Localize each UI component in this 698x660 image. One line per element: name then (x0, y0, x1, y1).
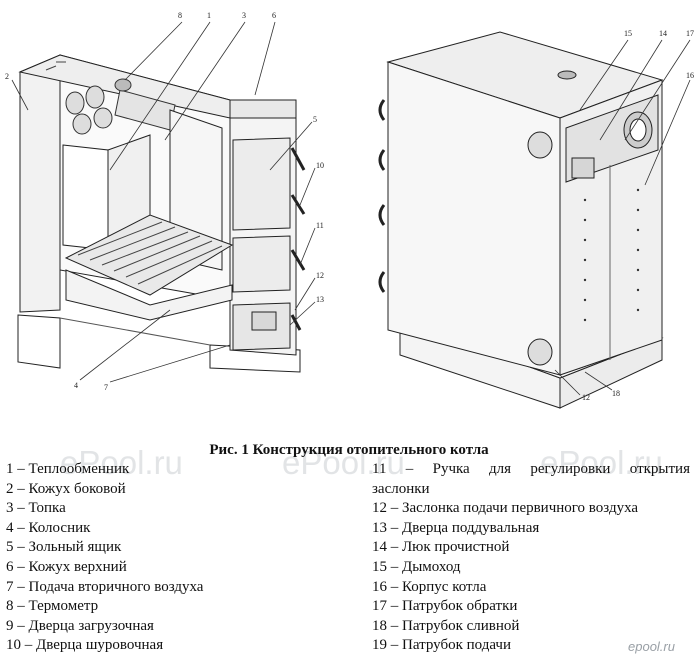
exterior-boiler-drawing (378, 31, 664, 409)
legend-item: 3 – Топка (6, 500, 66, 517)
callout-12: 12 (316, 271, 324, 280)
legend-item: 5 – Зольный ящик (6, 539, 122, 556)
callout-12: 12 (582, 393, 590, 402)
legend-item: 1 – Теплообменник (6, 461, 130, 477)
left-leader-lines (11, 21, 316, 383)
legend-item: 13 – Дверца поддувальная (372, 519, 540, 536)
callout-4: 4 (74, 381, 78, 390)
right-leader-lines (554, 39, 691, 396)
left-callout-numbers: 2 8 1 3 6 5 10 11 12 13 4 7 (5, 11, 324, 392)
legend-left: 1 – Теплообменник 2 – Кожух боковой 3 – … (6, 460, 366, 656)
legend-item: 14 – Люк прочистной (372, 539, 510, 556)
callout-2: 2 (5, 72, 9, 81)
callout-10: 10 (316, 161, 324, 170)
callout-17: 17 (686, 29, 694, 38)
right-callout-numbers: 15 14 17 16 12 18 (582, 29, 694, 402)
callout-14: 14 (659, 29, 667, 38)
callout-11: 11 (316, 221, 324, 230)
legend-item: 16 – Корпус котла (372, 578, 487, 595)
legend-item: 8 – Термометр (6, 598, 99, 615)
watermark: ePool.ru (60, 444, 183, 481)
logo-text: epool.ru (628, 639, 675, 654)
watermark: ePool.ru (282, 444, 405, 481)
legend-item: 2 – Кожух боковой (6, 480, 126, 497)
legend-item-continuation: заслонки (372, 480, 430, 497)
legend-item: 12 – Заслонка подачи первичного воздуха (372, 500, 639, 517)
callout-3: 3 (242, 11, 246, 20)
callout-6: 6 (272, 11, 276, 20)
cutaway-boiler-drawing (17, 54, 306, 373)
legend-item: 15 – Дымоход (372, 558, 461, 575)
legend-item: 17 – Патрубок обратки (372, 598, 518, 615)
legend-right: 11 – Ручка для регулировки открытия засл… (372, 460, 690, 656)
legend-item: 7 – Подача вторичного воздуха (6, 578, 204, 595)
epool-logo: epool.ru (628, 639, 675, 654)
legend-item: 19 – Патрубок подачи (372, 637, 511, 654)
callout-1: 1 (207, 11, 211, 20)
callout-5: 5 (313, 115, 317, 124)
legend-item: 11 – Ручка для регулировки открытия (372, 461, 690, 477)
figure-caption: Рис. 1 Конструкция отопительного котла (209, 442, 489, 458)
callout-7: 7 (104, 383, 108, 392)
legend-item: 6 – Кожух верхний (6, 558, 127, 575)
legend-item: 4 – Колосник (6, 519, 91, 536)
boiler-diagram: 2 8 1 3 6 5 10 11 12 13 4 7 (5, 11, 694, 409)
legend-item: 10 – Дверца шуровочная (6, 637, 164, 654)
legend-item: 9 – Дверца загрузочная (6, 617, 154, 634)
callout-15: 15 (624, 29, 632, 38)
legend-item: 18 – Патрубок сливной (372, 617, 520, 634)
callout-13: 13 (316, 295, 324, 304)
callout-18: 18 (612, 389, 620, 398)
callout-8: 8 (178, 11, 182, 20)
watermark: ePool.ru (540, 444, 663, 481)
callout-16: 16 (686, 71, 694, 80)
